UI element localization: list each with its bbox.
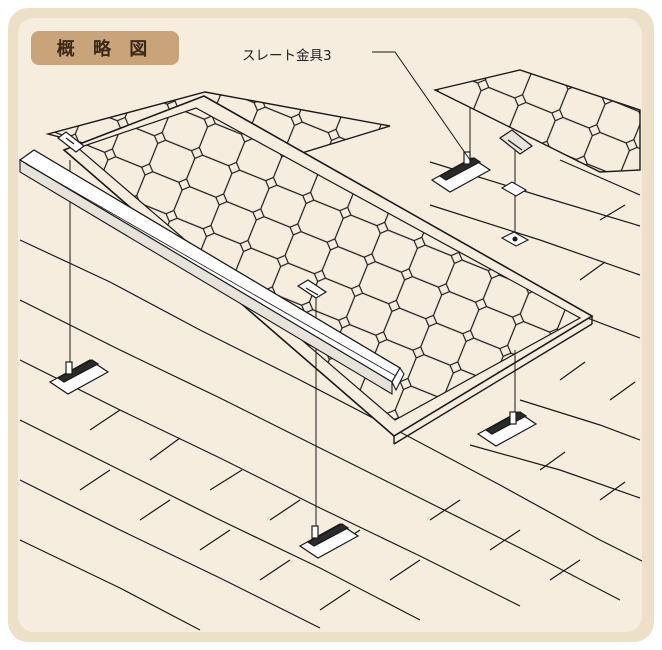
figure-title-badge: 概 略 図 [31, 31, 179, 65]
end-clamp-left [57, 131, 85, 153]
callout-leader [372, 51, 471, 161]
small-part-top [500, 181, 528, 197]
small-part-bottom [500, 231, 530, 247]
figure-title: 概 略 図 [56, 39, 154, 60]
callout-label: スレート金具3 [242, 48, 332, 64]
mid-clamp-center [296, 279, 328, 299]
slate-bracket-center [298, 523, 360, 559]
end-clamp-right [498, 129, 534, 155]
slate-bracket-3 [430, 151, 492, 193]
slate-bracket-left [48, 359, 110, 395]
mounting-rail [18, 149, 405, 395]
slate-bracket-right [476, 411, 538, 447]
